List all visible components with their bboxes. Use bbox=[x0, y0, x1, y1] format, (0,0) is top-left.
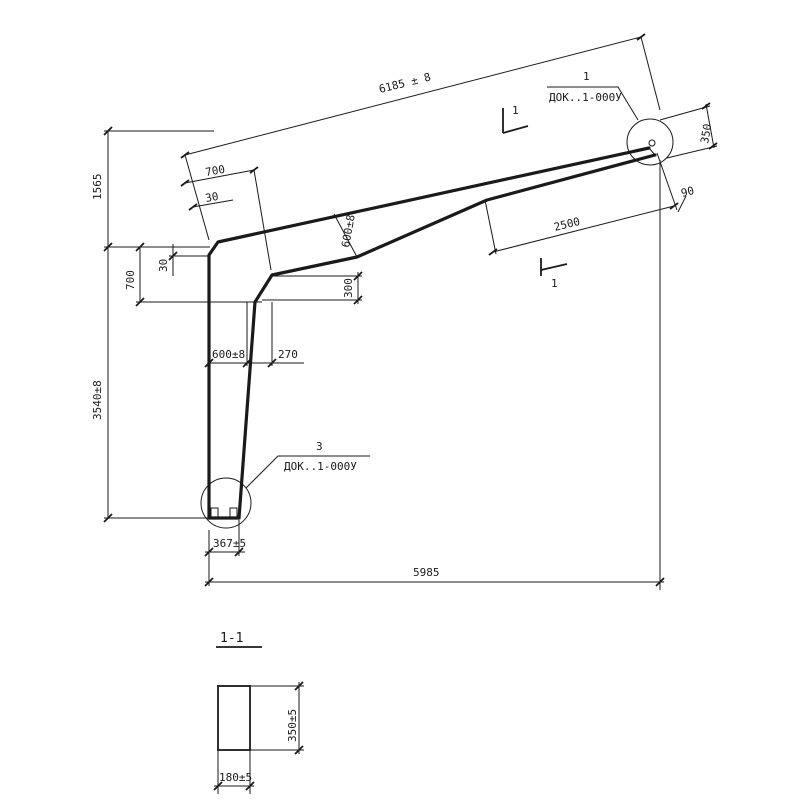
node-1-number: 1 bbox=[583, 70, 590, 83]
dim-2500-lines bbox=[484, 152, 679, 256]
dim-left-lines bbox=[103, 126, 262, 523]
dim-367-label: 367±5 bbox=[213, 537, 246, 550]
dim-5985-lines bbox=[204, 160, 665, 590]
section-mark-bottom bbox=[540, 258, 568, 276]
dim-30-side-label: 30 bbox=[157, 259, 170, 272]
dim-3540-label: 3540±8 bbox=[91, 380, 104, 420]
dim-300-label: 300 bbox=[342, 278, 355, 298]
dim-600-270-lines bbox=[204, 302, 304, 368]
section-height-label: 350±5 bbox=[286, 709, 299, 742]
section-title: 1-1 bbox=[220, 631, 243, 646]
dim-5985-label: 5985 bbox=[413, 566, 440, 579]
section-dim-lines bbox=[213, 681, 304, 794]
dim-367-lines bbox=[204, 520, 245, 586]
section-rect bbox=[217, 685, 251, 751]
beam-outline bbox=[207, 146, 657, 520]
beam-lower-edge bbox=[237, 153, 657, 520]
dim-90-label: 90 bbox=[680, 184, 696, 200]
node-1-hole bbox=[648, 139, 656, 147]
dim-top-700-lines bbox=[180, 166, 272, 271]
dim-1565-label: 1565 bbox=[91, 174, 104, 201]
node-3-circle bbox=[200, 477, 252, 529]
dim-350-end-label: 350 bbox=[698, 123, 714, 145]
node-3-number: 3 bbox=[316, 440, 323, 453]
node-3-doc: ДОК..1-000У bbox=[284, 460, 357, 473]
node-3-leader bbox=[245, 455, 370, 489]
section-mark-top-label: 1 bbox=[512, 104, 519, 117]
dim-top-length-label: 6185 ± 8 bbox=[378, 70, 433, 95]
dim-270-label: 270 bbox=[278, 348, 298, 361]
section-width-label: 180±5 bbox=[219, 771, 252, 784]
beam-upper-end bbox=[648, 147, 656, 156]
section-mark-top bbox=[502, 108, 529, 134]
beam-upper-edge bbox=[207, 146, 651, 520]
dim-600-bottom-label: 600±8 bbox=[212, 348, 245, 361]
node-1-doc: ДОК..1-000У bbox=[549, 91, 622, 104]
section-mark-bottom-label: 1 bbox=[551, 277, 558, 290]
dim-2500-label: 2500 bbox=[553, 215, 582, 234]
dim-diag-lines bbox=[262, 213, 363, 305]
dim-top-length bbox=[180, 33, 661, 241]
dim-700-top-label: 700 bbox=[204, 163, 226, 179]
node-3-plate-right bbox=[229, 507, 238, 518]
node-1-circle bbox=[626, 118, 674, 166]
dim-700-vertical-label: 700 bbox=[124, 270, 137, 290]
node-3-plate-left bbox=[210, 507, 219, 518]
dim-600-diag-label: 600±8 bbox=[339, 214, 358, 249]
dim-30-top-label: 30 bbox=[204, 190, 219, 205]
dim-end-lines bbox=[659, 102, 718, 213]
